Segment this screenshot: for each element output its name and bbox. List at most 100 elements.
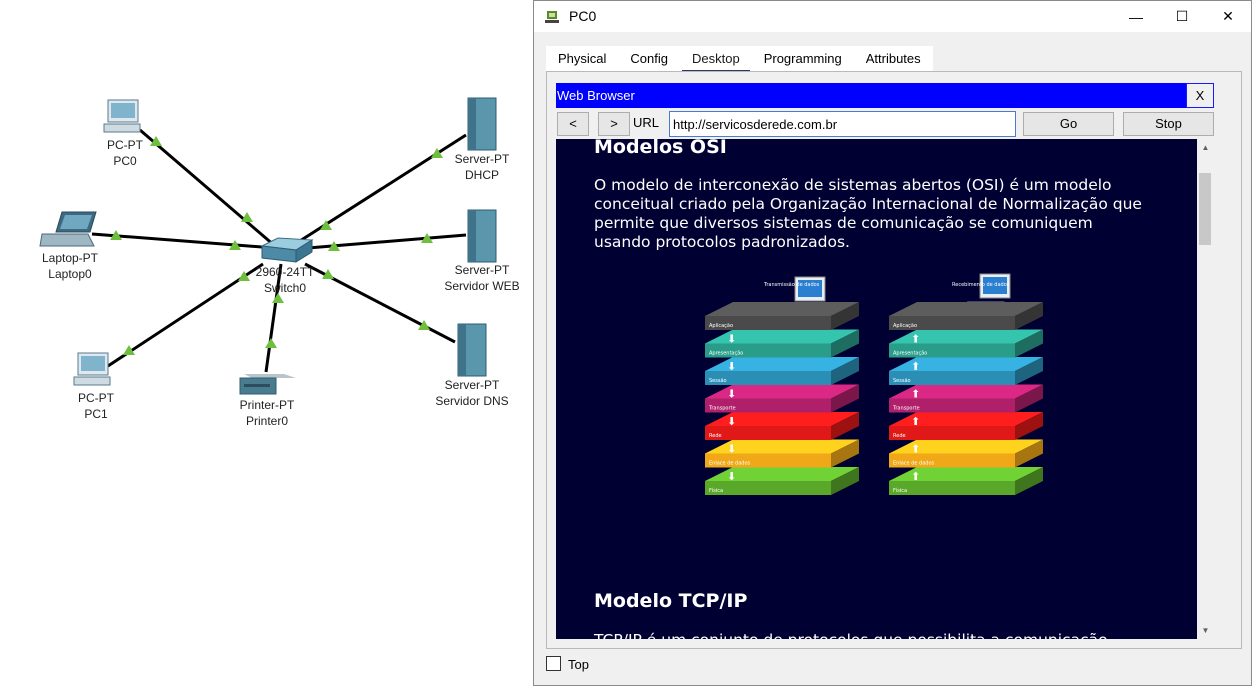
maximize-icon: ☐ [1175,8,1189,24]
scroll-down-icon[interactable]: ▼ [1201,626,1210,635]
page-scrollbar[interactable]: ▲ ▼ [1197,139,1214,639]
device-name: Servidor DNS [435,394,509,408]
close-window-button[interactable]: ✕ [1205,1,1251,32]
osi-layer: Física ⬆ [889,467,1043,495]
device-label-pc0: PC-PT PC0 [107,137,143,169]
arrow-down-icon: ⬇ [727,333,736,346]
device-name: Printer0 [245,414,289,428]
close-icon: ✕ [1222,8,1234,24]
device-model: PC-PT [78,391,114,405]
osi-layer: Apresentação ⬆ [889,329,1043,358]
scroll-up-icon[interactable]: ▲ [1201,143,1210,152]
window-titlebar[interactable]: PC0 — ☐ ✕ [534,1,1251,32]
packet-tracer-app-icon [545,11,559,23]
receive-caption: Recebimento de dados [952,282,1010,288]
switch-icon[interactable] [260,237,314,263]
device-label-laptop0: Laptop-PT Laptop0 [42,250,98,282]
tab-config[interactable]: Config [630,51,668,66]
paragraph-osi-line: usando protocolos padronizados. [594,233,850,251]
forward-button[interactable]: > [598,112,630,136]
arrow-up-icon: ⬆ [911,470,920,483]
link-dhcp-switch [291,133,467,248]
tab-physical[interactable]: Physical [558,51,607,66]
osi-layer-label: Rede [709,433,722,439]
arrow-down-icon: ⬇ [727,443,736,456]
device-name: PC1 [84,407,108,421]
minimize-icon: — [1129,8,1143,25]
osi-layer-label: Sessão [709,378,727,384]
osi-layer-label: Apresentação [709,351,743,357]
pc-icon[interactable] [103,99,141,133]
back-button[interactable]: < [557,112,589,136]
device-label-printer0: Printer-PT Printer0 [240,397,295,429]
tab-attributes[interactable]: Attributes [865,51,921,66]
server-icon[interactable] [467,97,497,151]
device-model: Server-PT [454,152,510,166]
arrow-up-icon: ⬆ [911,360,920,373]
paragraph-osi: O modelo de interconexão de sistemas abe… [594,176,1174,252]
web-browser-close-button[interactable]: X [1186,83,1214,108]
top-checkbox-label: Top [568,657,589,672]
osi-layer-label: Sessão [893,378,911,384]
paragraph-tcp-ip: TCP/IP é um conjunto de protocolos que p… [594,631,1174,639]
device-name: DHCP [464,168,499,182]
url-label: URL [633,115,660,130]
pc-icon[interactable] [73,352,111,386]
device-name: PC0 [113,154,137,168]
minimize-button[interactable]: — [1113,1,1159,32]
osi-layer: Sessão⬆ [889,357,1043,385]
link-pc0-switch [139,128,276,248]
osi-stack-receive: Física⬆Enlace de dados⬆Rede⬆Transporte⬆S… [889,302,1043,495]
osi-layer-label: Transporte [892,406,920,412]
heading-modelos-osi: Modelos OSI [594,139,727,158]
osi-layer-label: Enlace de dados [709,461,751,467]
osi-layer-label: Física [709,487,723,494]
osi-layer: Sessão⬇ [705,357,859,385]
paragraph-osi-line: O modelo de interconexão de sistemas abe… [594,176,1112,194]
server-icon[interactable] [467,209,497,263]
arrow-up-icon: ⬆ [911,415,920,428]
maximize-button[interactable]: ☐ [1159,1,1205,32]
osi-layer-label: Apresentação [893,351,927,357]
osi-layer: Rede ⬆ [889,412,1043,440]
send-caption: Transmissão de dados [763,282,820,288]
link-pc1-switch [107,262,264,368]
go-button[interactable]: Go [1023,112,1114,136]
osi-layer-label: Física [893,487,907,494]
device-label-switch0: 2960-24TT Switch0 [256,264,315,296]
device-model: 2960-24TT [255,265,315,279]
tab-programming[interactable]: Programming [763,51,842,66]
osi-layer: Apresentação ⬇ [705,329,859,358]
device-name: Switch0 [263,281,307,295]
url-input[interactable] [669,111,1016,137]
arrow-up-icon: ⬆ [911,443,920,456]
device-model: PC-PT [107,138,143,152]
top-checkbox[interactable] [546,656,561,671]
device-name: Laptop0 [48,267,92,281]
osi-layer: Aplicação [705,302,859,330]
link-printer0-switch [264,263,283,373]
osi-layer: Aplicação [889,302,1043,330]
osi-layer-label: Aplicação [709,323,733,329]
arrow-up-icon: ⬆ [911,333,920,346]
web-page-content[interactable]: Modelos OSI O modelo de interconexão de … [556,139,1197,639]
link-status-indicators [110,136,443,355]
osi-layer-label: Enlace de dados [893,461,935,467]
device-model: Server-PT [444,378,500,392]
heading-modelo-tcp-ip: Modelo TCP/IP [594,590,748,612]
tab-bar: Physical Config Desktop Programming Attr… [546,46,933,73]
server-icon[interactable] [457,323,487,377]
device-label-servidor-dns: Server-PT Servidor DNS [435,377,508,409]
laptop-icon[interactable] [39,211,97,247]
printer-icon[interactable] [239,374,296,395]
osi-stack-send: Física⬇Enlace de dados⬇Rede⬇Transporte⬇S… [705,302,859,495]
device-model: Laptop-PT [41,251,99,265]
network-topology-canvas[interactable] [0,0,534,693]
osi-layer-label: Rede [893,433,906,439]
device-name: Servidor WEB [444,279,520,293]
tab-desktop[interactable]: Desktop [680,46,752,73]
paragraph-osi-line: permite que diversos sistemas de comunic… [594,214,1093,232]
scroll-thumb[interactable] [1199,173,1211,245]
osi-layer-label: Aplicação [893,323,917,329]
stop-button[interactable]: Stop [1123,112,1214,136]
